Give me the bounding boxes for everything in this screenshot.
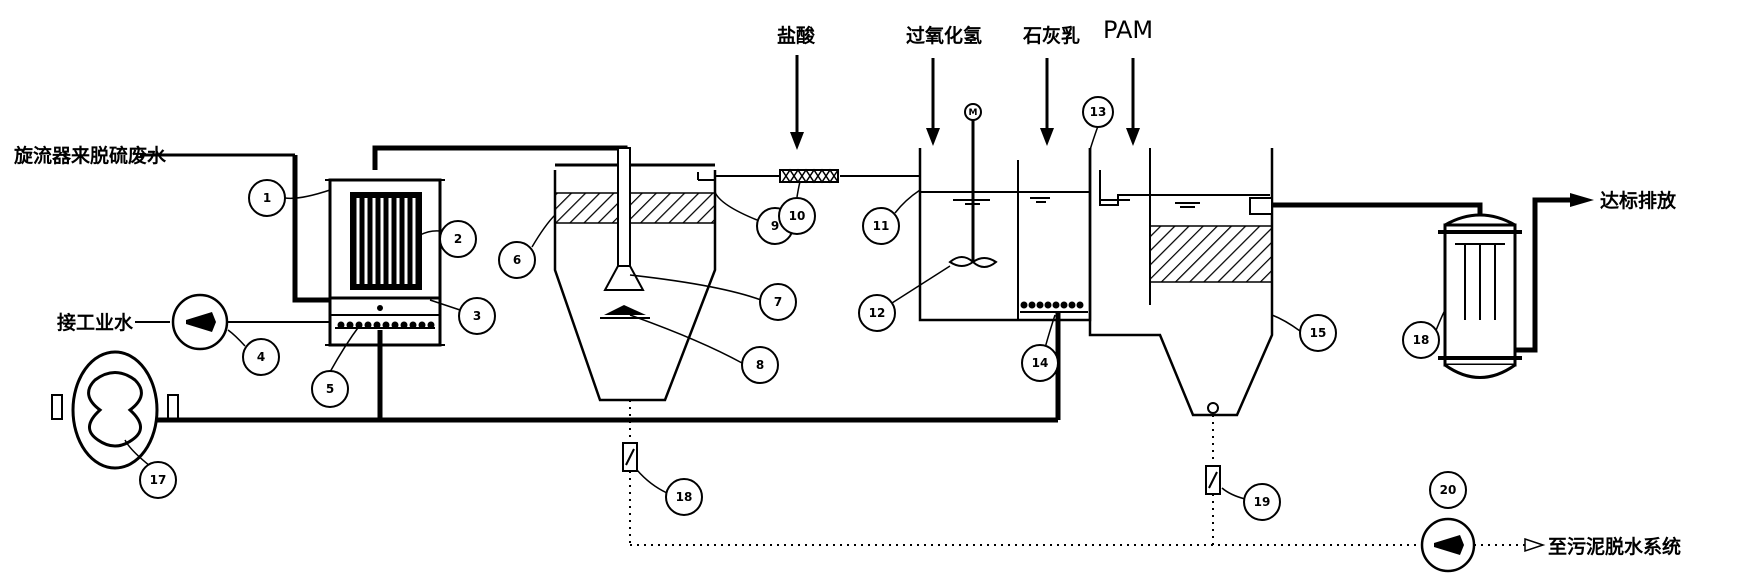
agitator-icon: M — [948, 103, 998, 268]
leader-lines — [124, 125, 1446, 500]
svg-text:18: 18 — [1413, 333, 1430, 347]
svg-text:2: 2 — [454, 232, 462, 246]
callout: 6 — [498, 241, 536, 279]
svg-text:15: 15 — [1310, 326, 1327, 340]
svg-text:7: 7 — [774, 295, 782, 309]
svg-text:10: 10 — [789, 209, 806, 223]
callout: 12 — [858, 294, 896, 332]
callout: 18 — [1402, 321, 1440, 359]
callout: 18 — [665, 478, 703, 516]
pam-label: PAM — [1103, 16, 1153, 44]
callout: 19 — [1243, 483, 1281, 521]
svg-text:6: 6 — [513, 253, 521, 267]
svg-text:8: 8 — [756, 358, 764, 372]
callout: 10 — [778, 197, 816, 235]
water-pump-icon — [171, 293, 229, 351]
sludge-arrow-icon — [1524, 537, 1546, 553]
to-sludge-label: 至污泥脱水系统 — [1548, 535, 1681, 558]
h2o2-label: 过氧化氢 — [906, 24, 982, 47]
svg-text:12: 12 — [869, 306, 886, 320]
settling-tank — [553, 147, 717, 402]
svg-text:5: 5 — [326, 382, 334, 396]
filter-vessel — [1438, 213, 1522, 379]
callout: 7 — [759, 283, 797, 321]
sludge-valve-icon — [1205, 465, 1221, 495]
svg-text:11: 11 — [873, 219, 890, 233]
callout: 5 — [311, 370, 349, 408]
industrial-water-label: 接工业水 — [57, 312, 134, 334]
pam-arrow-icon — [1126, 58, 1140, 146]
svg-text:17: 17 — [150, 473, 167, 487]
discharge-label: 达标排放 — [1600, 189, 1677, 212]
callout: 11 — [862, 207, 900, 245]
callout: 17 — [139, 461, 177, 499]
clarifier-tank — [1088, 148, 1274, 417]
sludge-pump-icon — [1420, 517, 1476, 573]
h2o2-arrow-icon — [926, 58, 940, 146]
hcl-arrow-icon — [790, 55, 804, 150]
electrolysis-cell — [325, 178, 445, 347]
reaction-tank — [918, 148, 1130, 322]
svg-text:M: M — [969, 108, 978, 118]
discharge-arrow-icon — [1570, 193, 1594, 207]
feed-water-label: 旋流器来脱硫废水 — [13, 144, 167, 167]
hcl-label: 盐酸 — [777, 24, 816, 47]
callout: 1 — [248, 179, 286, 217]
svg-text:20: 20 — [1440, 483, 1457, 497]
svg-text:3: 3 — [473, 309, 481, 323]
callout: 14 — [1021, 344, 1059, 382]
callout: 4 — [242, 338, 280, 376]
svg-text:14: 14 — [1032, 356, 1049, 370]
svg-text:13: 13 — [1090, 105, 1107, 119]
callout: 8 — [741, 346, 779, 384]
callout: 15 — [1299, 314, 1337, 352]
lime-milk-label: 石灰乳 — [1022, 24, 1080, 47]
svg-text:4: 4 — [257, 350, 265, 364]
sludge-valve-icon — [622, 442, 638, 472]
callout: 20 — [1429, 471, 1467, 509]
lime-arrow-icon — [1040, 58, 1054, 146]
static-mixer — [779, 168, 839, 184]
svg-text:1: 1 — [263, 191, 271, 205]
callout: 2 — [439, 220, 477, 258]
svg-text:18: 18 — [676, 490, 693, 504]
svg-text:9: 9 — [771, 219, 779, 233]
svg-text:19: 19 — [1254, 495, 1271, 509]
callout: 13 — [1082, 96, 1114, 128]
callout: 3 — [458, 297, 496, 335]
blower-icon — [51, 350, 179, 470]
